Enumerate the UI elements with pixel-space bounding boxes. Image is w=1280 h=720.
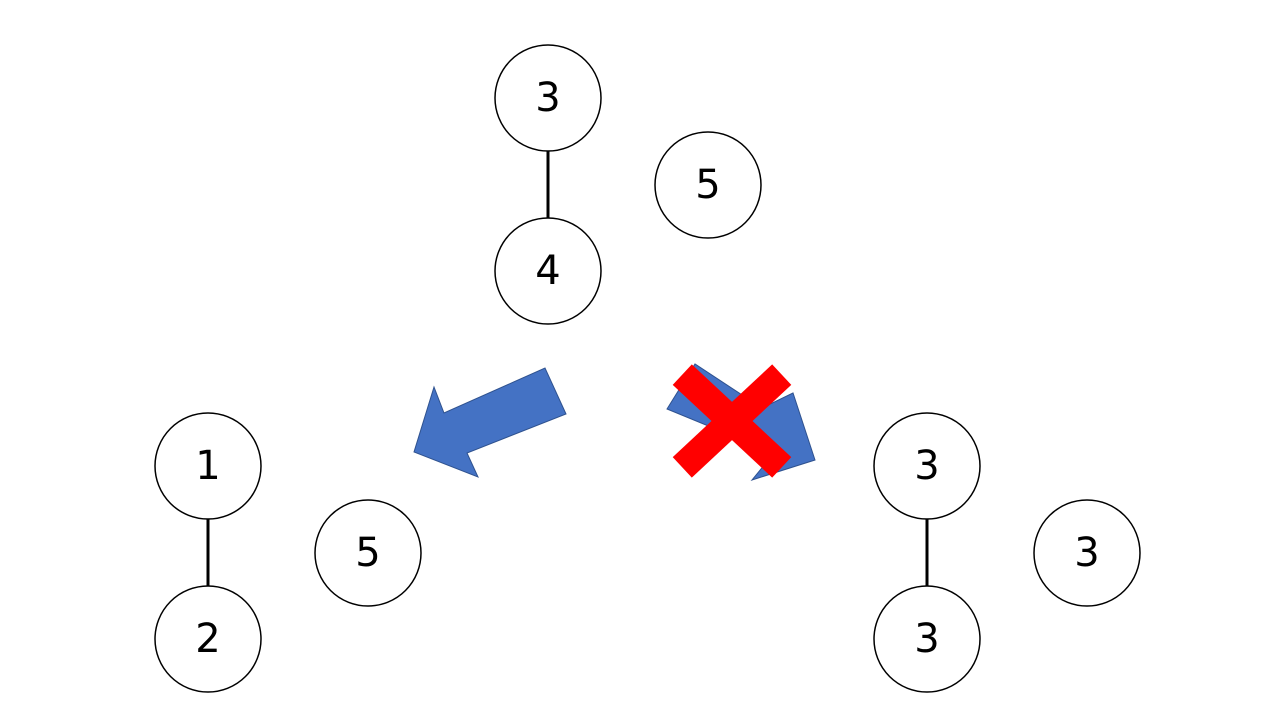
left-graph-node-upper: 1	[154, 412, 262, 520]
right-graph-node-upper: 3	[873, 412, 981, 520]
left-graph-node-upper-label: 1	[195, 443, 220, 489]
top-graph-node-lower-label: 4	[535, 248, 560, 294]
top-graph-node-separate-label: 5	[695, 162, 720, 208]
right-graph-node-lower: 3	[873, 585, 981, 693]
left-graph-node-lower-label: 2	[195, 616, 220, 662]
left-arrow	[413, 367, 567, 478]
left-graph-node-separate: 5	[314, 499, 422, 607]
right-graph: 3 3 3	[873, 412, 1141, 693]
right-graph-node-lower-label: 3	[914, 616, 939, 662]
left-graph: 1 2 5	[154, 412, 422, 693]
cross-icon	[672, 364, 792, 478]
top-graph-node-lower: 4	[494, 217, 602, 325]
right-graph-node-separate-label: 3	[1074, 530, 1099, 576]
left-graph-node-lower: 2	[154, 585, 262, 693]
top-graph-node-upper: 3	[494, 44, 602, 152]
top-graph-node-upper-label: 3	[535, 75, 560, 121]
top-graph-node-separate: 5	[654, 131, 762, 239]
left-graph-node-separate-label: 5	[355, 530, 380, 576]
top-graph: 3 4 5	[494, 44, 762, 325]
right-graph-node-separate: 3	[1033, 499, 1141, 607]
right-graph-node-upper-label: 3	[914, 443, 939, 489]
